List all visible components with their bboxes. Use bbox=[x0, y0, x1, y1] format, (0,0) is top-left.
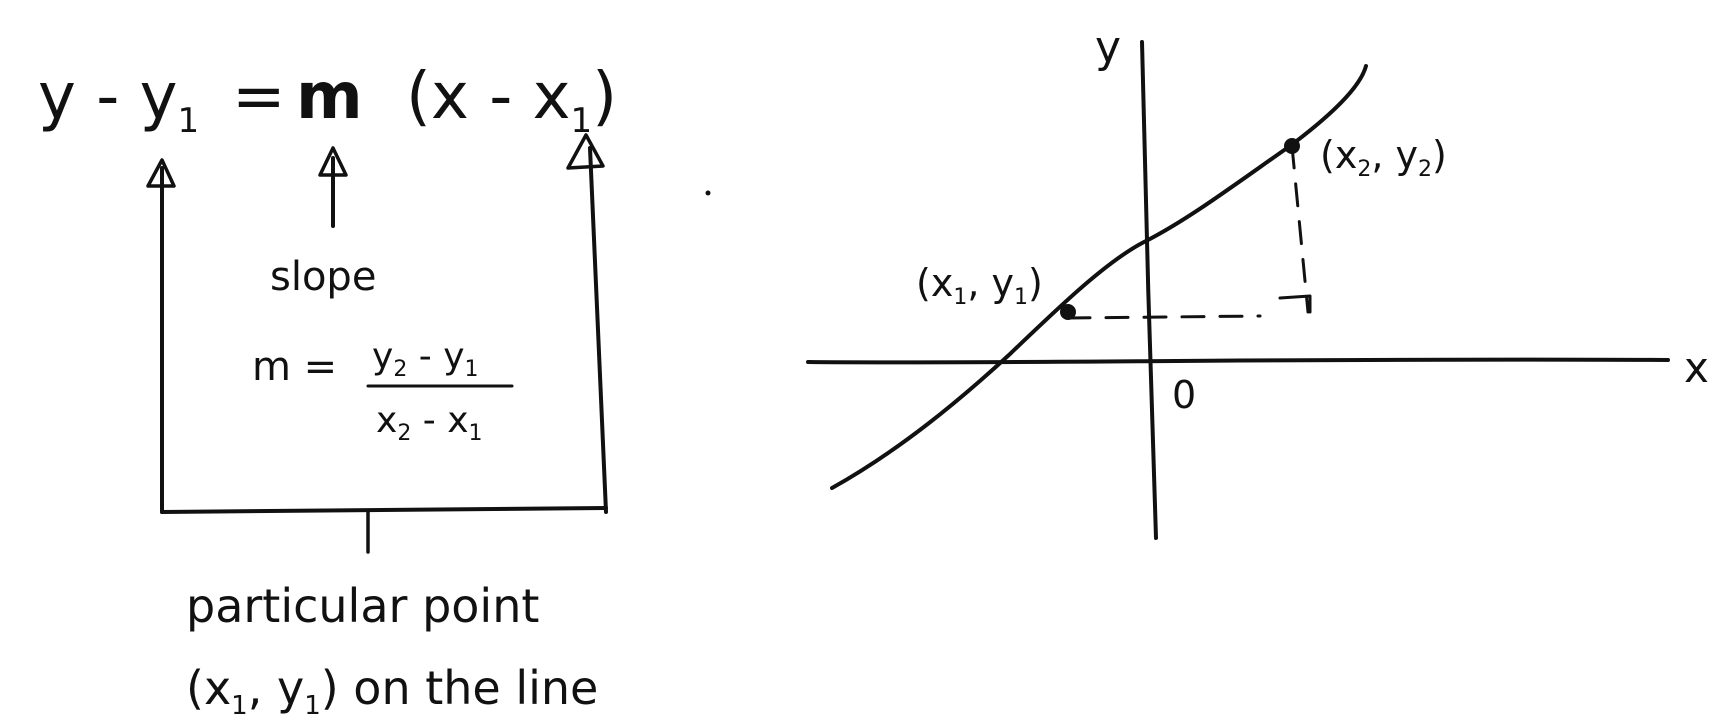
equation: y - y1 = m (x - x1) bbox=[38, 60, 617, 141]
svg-text:(x - x1): (x - x1) bbox=[406, 60, 617, 141]
y-axis bbox=[1140, 40, 1158, 540]
annotation-arrows bbox=[146, 133, 608, 554]
svg-text:y - y1: y - y1 bbox=[38, 60, 199, 141]
origin-label: 0 bbox=[1172, 373, 1196, 417]
equation-lhs-subscript: 1 bbox=[178, 101, 200, 141]
equation-rhs-subscript: 1 bbox=[571, 101, 593, 141]
arrow-to-m-head bbox=[318, 146, 348, 177]
particular-point-caption: particular point (x1, y1) on the line bbox=[186, 579, 598, 721]
arrow-to-x1-shaft bbox=[588, 146, 608, 514]
equation-equals: = bbox=[232, 60, 286, 134]
slope-label: slope bbox=[270, 254, 376, 300]
coordinate-graph: y x 0 (x1, y1) (x2, y2) bbox=[806, 22, 1709, 540]
vertical-rise-line bbox=[1290, 144, 1310, 314]
stray-dot bbox=[705, 190, 711, 196]
right-angle-marker bbox=[1278, 294, 1312, 314]
sloped-line bbox=[830, 64, 1368, 490]
slope-m-equals: m = bbox=[252, 344, 337, 390]
caption-line-2: (x1, y1) on the line bbox=[186, 661, 598, 721]
arrow-to-x1-head bbox=[566, 133, 605, 170]
point-1-label: (x1, y1) bbox=[916, 261, 1043, 310]
y-axis-label: y bbox=[1095, 22, 1121, 73]
equation-rhs-close: ) bbox=[592, 60, 617, 134]
x-axis-label: x bbox=[1684, 343, 1709, 392]
slope-numerator: y2 - y1 bbox=[372, 336, 479, 382]
slope-annotation: slope m = y2 - y1 x2 - x1 bbox=[252, 254, 514, 446]
equation-m: m bbox=[296, 60, 363, 134]
bracket-bottom bbox=[160, 506, 608, 514]
caption-line-1: particular point bbox=[186, 579, 539, 633]
equation-rhs: (x - x bbox=[406, 60, 571, 134]
slope-denominator: x2 - x1 bbox=[376, 400, 483, 446]
horizontal-run-line bbox=[1066, 314, 1262, 320]
point-2-marker bbox=[1284, 138, 1300, 154]
x-axis bbox=[806, 357, 1670, 365]
arrow-to-y1-head bbox=[146, 158, 176, 188]
equation-lhs: y - y bbox=[38, 60, 178, 134]
point-2-label: (x2, y2) bbox=[1320, 133, 1447, 182]
point-1-marker bbox=[1060, 304, 1076, 320]
